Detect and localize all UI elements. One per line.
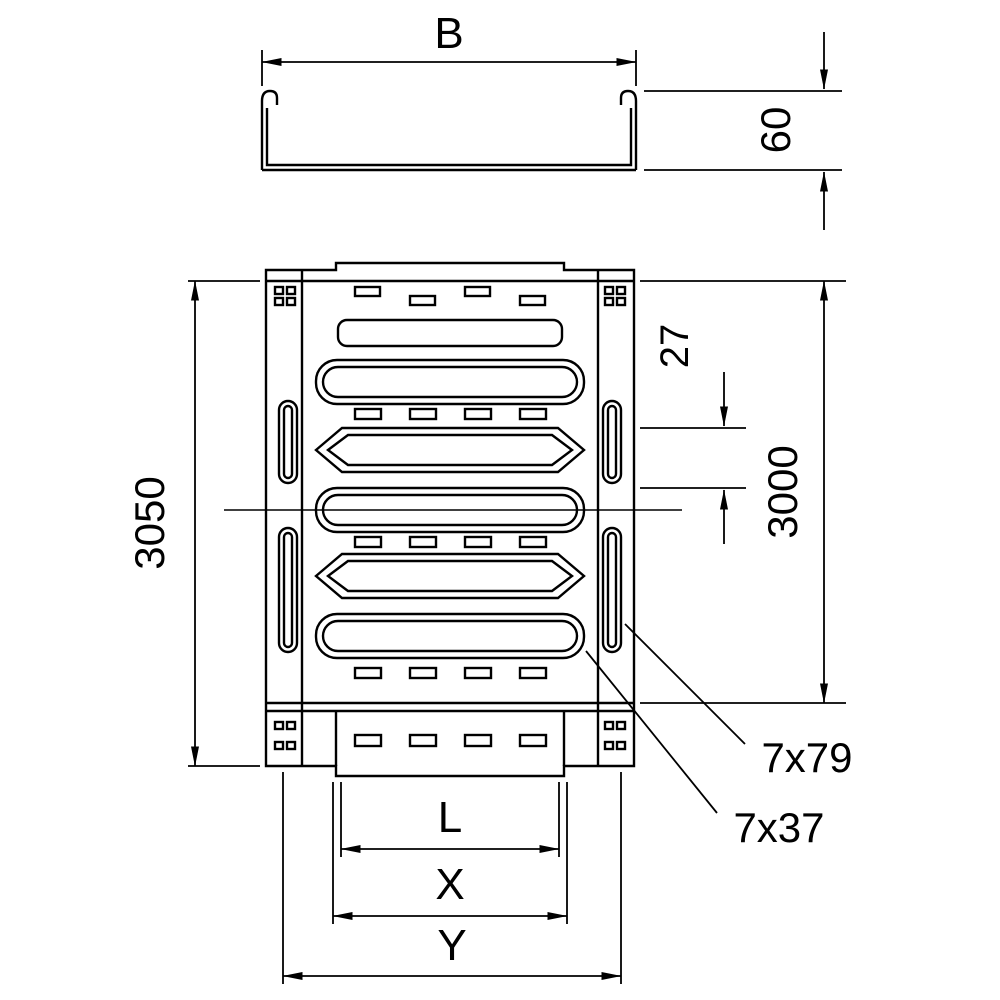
rail-slot-outer [277,526,299,654]
perforation-hole [463,285,492,298]
cross-section-view: B 60 [260,9,842,230]
perforation-hole [408,535,438,549]
small-hole-row-c [353,666,548,680]
slot-label-7x37: 7x37 [733,804,824,851]
dim-label-60: 60 [752,107,799,154]
slot-outer [314,426,586,474]
perforation-hole [615,740,627,751]
perforation-hole [408,294,437,307]
perforation-hole [463,733,493,748]
rail-slot-inner [606,531,618,649]
perforation-hole [518,407,548,421]
dim-label-l: L [438,793,462,842]
base-slot-row-4 [314,552,586,600]
perforation-hole [615,720,627,731]
dim-label-27: 27 [653,324,697,369]
perforation-hole [353,285,382,298]
rail-slot-outer [601,399,623,485]
profile-right-wall-hook [619,89,638,170]
base-slot-row-5 [314,612,586,660]
perforation-hole [518,535,548,549]
coupler-slot [336,318,564,348]
slot-inner [326,559,574,593]
base-slot-row-2 [314,426,586,474]
perforation-hole [408,733,438,748]
perforation-hole [518,666,548,680]
tray-outline [264,261,636,778]
dim-label-x: X [435,860,464,909]
rail-slot-outer [601,526,623,654]
perforation-hole [353,666,383,680]
perforation-hole [463,535,493,549]
perforation-hole [463,666,493,680]
perforation-hole [603,740,615,751]
profile-left-wall-hook [260,89,279,170]
perforation-hole [353,407,383,421]
perforation-hole [353,733,383,748]
perforation-hole [603,285,615,296]
slot-inner [326,433,574,467]
perforation-hole [273,720,285,731]
dim-label-3000: 3000 [759,445,806,538]
slot-outer [314,552,586,600]
connector-holes [273,720,627,751]
rail-slot-inner [282,531,294,649]
rail-slot-outer [277,399,299,485]
perforation-hole [408,407,438,421]
slot-inner [321,365,579,399]
perforation-hole [353,535,383,549]
leader-line-7x79 [624,623,746,745]
perforation-hole [615,296,627,307]
leader-line-7x37 [585,650,718,814]
base-slot-row-1 [314,358,586,406]
perforation-hole [408,666,438,680]
slot-outer [314,358,586,406]
slot-label-7x79: 7x79 [761,734,852,781]
plan-view [224,261,682,778]
perforation-hole [518,294,547,307]
perforation-hole [518,733,548,748]
plan-dimensions: 3050 3000 27 7x79 7x37 L X Y [126,280,853,984]
dim-label-b: B [434,9,463,58]
dim-label-y: Y [437,921,466,970]
small-hole-row-b [353,535,548,549]
perforation-hole [463,407,493,421]
side-rail-slots [277,399,623,654]
dim-label-3050: 3050 [126,476,173,569]
perforation-hole [285,740,297,751]
small-hole-row-a [353,407,548,421]
top-perforation-row [273,285,627,307]
perforation-hole [273,285,285,296]
rail-slot-inner [606,404,618,480]
perforation-hole [285,720,297,731]
perforation-hole [603,720,615,731]
perforation-hole [615,285,627,296]
perforation-hole [603,296,615,307]
perforation-hole [273,740,285,751]
slot-outer [314,612,586,660]
rail-slot-inner [282,404,294,480]
perforation-hole [285,285,297,296]
perforation-hole [273,296,285,307]
perforation-hole [285,296,297,307]
slot-inner [321,619,579,653]
profile-inner-wall [265,108,633,167]
